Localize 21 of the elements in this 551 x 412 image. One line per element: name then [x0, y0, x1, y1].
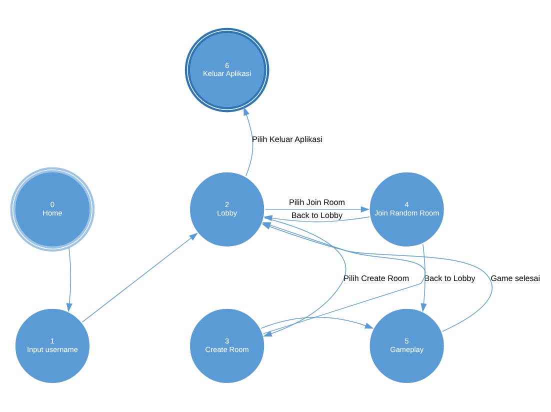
- edge-label: Pilih Create Room: [344, 274, 410, 283]
- node-circle: 4 Join Random Room: [368, 170, 446, 248]
- edge-label: Back to Lobby: [424, 274, 476, 283]
- arrow: [420, 243, 427, 312]
- edge-label: Game selesai: [490, 274, 540, 283]
- node-circle: 3 Create Room: [188, 306, 266, 385]
- arrow: [82, 232, 198, 322]
- node-circle: 1 Input username: [13, 306, 92, 385]
- arrow: [263, 214, 370, 222]
- node-circle: 5 Gameplay: [368, 306, 446, 385]
- arrow: [263, 217, 346, 336]
- arrow: [66, 246, 72, 312]
- arrow: [265, 206, 370, 212]
- edge-label: Pilih Keluar Aplikasi: [252, 134, 322, 144]
- edge-label: Pilih Join Room: [288, 197, 345, 206]
- arrow: [260, 316, 374, 328]
- arrow: [262, 223, 492, 332]
- node-circle: 6 Keluar Aplikasi: [184, 27, 270, 112]
- edge-label: Back to Lobby: [291, 210, 343, 220]
- arrow: [244, 106, 254, 176]
- node-circle: 0 Home: [10, 166, 95, 252]
